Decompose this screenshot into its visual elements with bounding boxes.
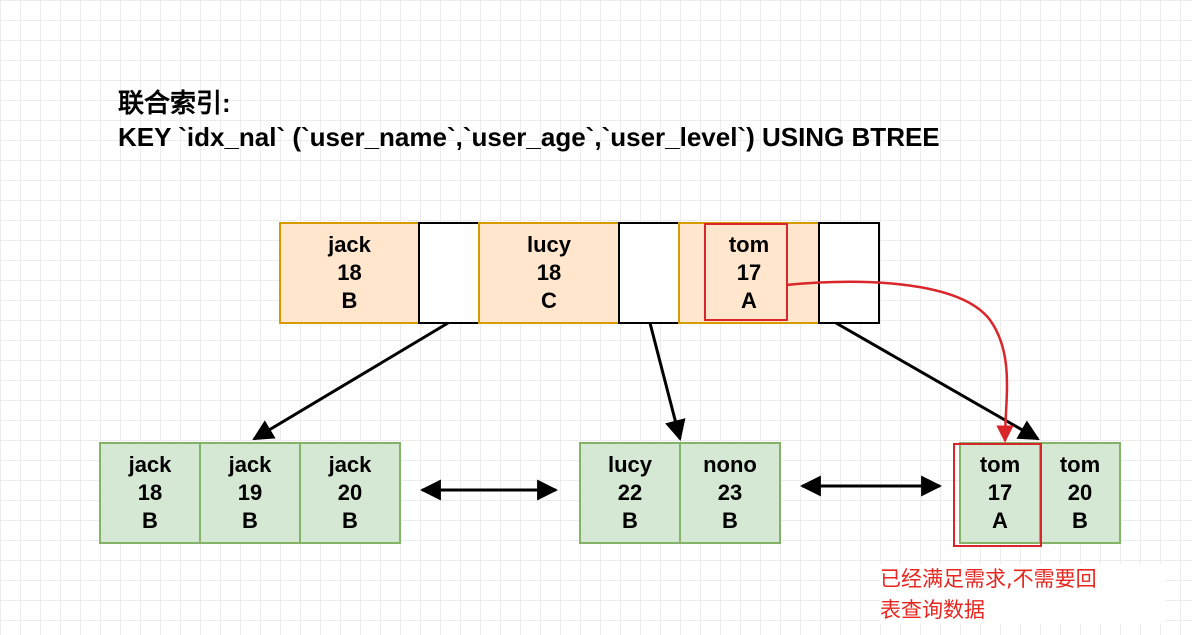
leaf-1-key-1: jack 18 B: [99, 442, 201, 544]
key-age: 19: [237, 480, 263, 505]
root-key-lucy: lucy 18 C: [478, 222, 620, 324]
diagram-title: 联合索引: KEY `idx_nal` (`user_name`,`user_a…: [118, 86, 940, 154]
key-level: B: [1072, 508, 1088, 533]
key-age: 20: [1067, 480, 1093, 505]
title-line-2: KEY `idx_nal` (`user_name`,`user_age`,`u…: [118, 122, 940, 152]
key-level: A: [992, 508, 1008, 533]
key-name: jack: [328, 232, 371, 257]
leaf-2-key-2: nono 23 B: [679, 442, 781, 544]
key-age: 23: [717, 480, 743, 505]
key-name: jack: [128, 452, 172, 477]
key-age: 17: [736, 260, 762, 285]
annotation-line-2: 表查询数据: [880, 598, 985, 622]
leaf-1-key-2: jack 19 B: [199, 442, 301, 544]
key-name: jack: [328, 452, 372, 477]
key-level: B: [341, 288, 358, 313]
key-level: B: [142, 508, 158, 533]
key-level: A: [741, 288, 757, 313]
key-age: 18: [536, 260, 562, 285]
pointer-arrow-2: [648, 322, 686, 442]
key-name: lucy: [607, 452, 653, 477]
root-key-tom: tom 17 A: [678, 222, 820, 324]
leaf-1-key-3: jack 20 B: [299, 442, 401, 544]
key-age: 18: [137, 480, 163, 505]
pointer-arrow-3: [835, 321, 1040, 441]
annotation-note: 已经满足需求,不需要回 表查询数据: [880, 564, 1165, 624]
leaf-highlight-box: [953, 443, 1042, 547]
key-level: B: [342, 508, 358, 533]
key-age: 20: [337, 480, 363, 505]
root-highlight-box: [704, 223, 788, 321]
key-level: B: [722, 508, 738, 533]
key-name: jack: [228, 452, 272, 477]
key-age: 17: [987, 480, 1013, 505]
title-line-1: 联合索引:: [118, 88, 231, 118]
root-pointer-3: [818, 222, 880, 324]
key-name: nono: [703, 452, 757, 477]
key-name: tom: [728, 232, 770, 257]
key-name: tom: [1059, 452, 1101, 477]
highlight-arrow: [785, 280, 1014, 443]
root-key-jack: jack 18 B: [279, 222, 420, 324]
key-age: 22: [617, 480, 643, 505]
key-name: lucy: [526, 232, 572, 257]
pointer-arrow-1: [252, 321, 449, 441]
leaf-2-key-1: lucy 22 B: [579, 442, 681, 544]
annotation-line-1: 已经满足需求,不需要回: [880, 567, 1097, 591]
key-level: B: [622, 508, 638, 533]
key-level: C: [541, 288, 557, 313]
key-level: B: [242, 508, 258, 533]
key-name: tom: [979, 452, 1021, 477]
key-age: 18: [337, 260, 362, 285]
